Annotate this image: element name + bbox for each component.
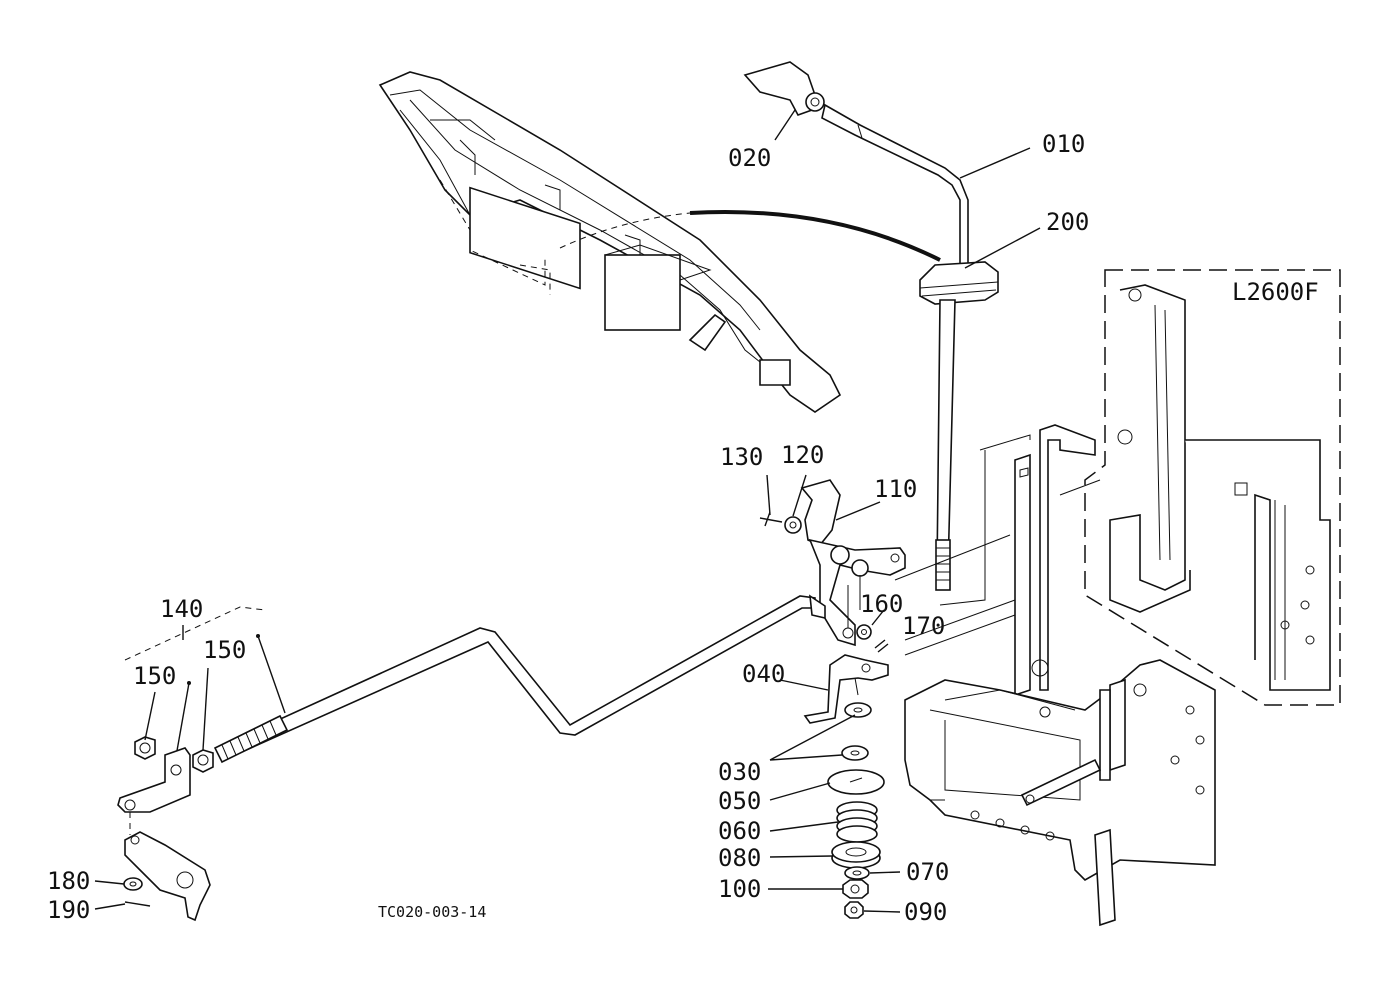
label-190: 190 — [47, 896, 90, 924]
hand-lever — [743, 61, 969, 271]
cap-080 — [831, 841, 881, 869]
label-170: 170 — [902, 612, 945, 640]
label-140: 140 — [160, 595, 203, 623]
label-020: 020 — [728, 144, 771, 172]
label-120: 120 — [781, 441, 824, 469]
pin-130 — [759, 511, 783, 527]
nut-100 — [842, 879, 869, 899]
label-090: 090 — [904, 898, 947, 926]
washer-070 — [844, 866, 870, 880]
label-060: 060 — [718, 817, 761, 845]
pivot-arm — [800, 479, 906, 647]
label-model: L2600F — [1232, 278, 1319, 306]
washer-030-upper — [844, 702, 872, 718]
part-labels: 010 020 200 L2600F 130 120 110 160 170 0… — [47, 130, 1319, 926]
nut-150-right — [192, 749, 214, 773]
linkage-rod — [213, 594, 826, 764]
l2600f-region — [1084, 269, 1341, 706]
nut-090 — [844, 901, 864, 919]
label-070: 070 — [906, 858, 949, 886]
group-140-indicator — [124, 606, 286, 763]
seat-fender-assembly — [378, 71, 842, 413]
bracket-040 — [803, 654, 889, 724]
washer-180 — [123, 877, 143, 891]
washer-120 — [784, 516, 802, 534]
label-130: 130 — [720, 443, 763, 471]
label-110: 110 — [874, 475, 917, 503]
lever-guide — [919, 261, 999, 305]
label-030: 030 — [718, 758, 761, 786]
label-080: 080 — [718, 844, 761, 872]
pin-170 — [874, 639, 889, 653]
washer-160 — [856, 609, 885, 640]
label-150-left: 150 — [133, 662, 176, 690]
label-100: 100 — [718, 875, 761, 903]
plate-050 — [827, 769, 885, 795]
spring-060 — [836, 801, 878, 843]
bracket-left — [117, 747, 211, 922]
label-040: 040 — [742, 660, 785, 688]
lever-rod — [935, 299, 956, 591]
pin-190 — [124, 901, 151, 907]
washer-030-lower — [841, 745, 869, 761]
label-010: 010 — [1042, 130, 1085, 158]
cable — [559, 209, 941, 262]
label-200: 200 — [1046, 208, 1089, 236]
label-150-right: 150 — [203, 636, 246, 664]
drawing-code: TC020-003-14 — [378, 903, 486, 921]
main-frame — [894, 424, 1216, 927]
label-050: 050 — [718, 787, 761, 815]
label-160: 160 — [860, 590, 903, 618]
leader-lines — [94, 109, 1041, 913]
nut-150-left — [134, 736, 156, 760]
label-180: 180 — [47, 867, 90, 895]
